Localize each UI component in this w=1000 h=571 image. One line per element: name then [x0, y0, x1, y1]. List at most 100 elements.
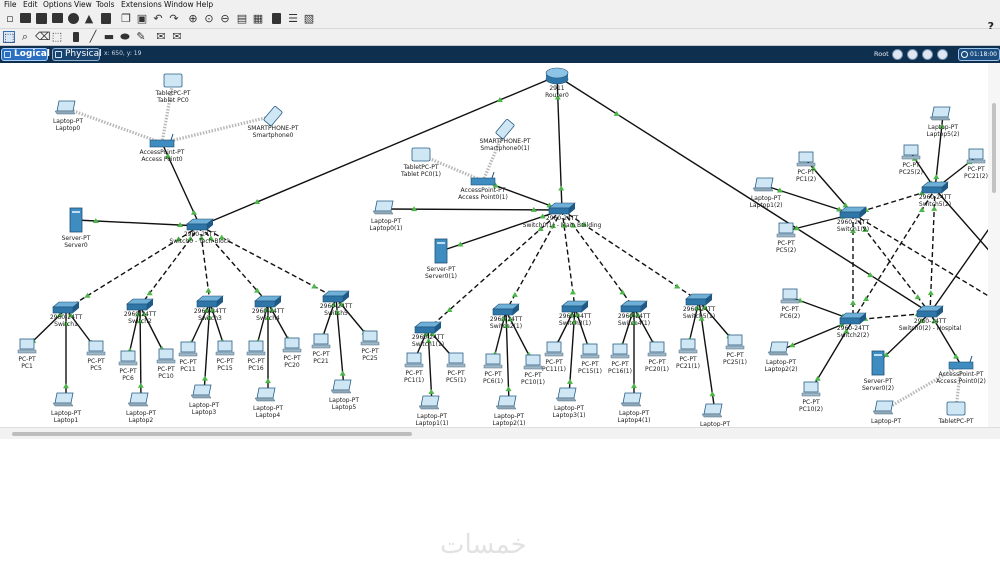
palette-icon[interactable]: ▤: [236, 12, 248, 25]
switch-icon[interactable]: [322, 290, 350, 303]
tablet-icon[interactable]: [163, 73, 183, 88]
image-icon[interactable]: ▧: [303, 12, 315, 25]
pc-icon[interactable]: [544, 341, 564, 357]
pc-icon[interactable]: [776, 222, 796, 238]
list-icon[interactable]: ☰: [288, 12, 298, 25]
pc-icon[interactable]: [610, 343, 630, 359]
activity-wizard-icon[interactable]: ▲: [84, 12, 94, 25]
laptop-icon[interactable]: [495, 395, 517, 410]
draw-line-icon[interactable]: ╱: [89, 30, 97, 43]
inspect-icon[interactable]: ⌕: [21, 30, 29, 43]
wireless-link[interactable]: [160, 80, 175, 144]
switch-icon[interactable]: [414, 321, 442, 334]
switch-icon[interactable]: [492, 303, 520, 316]
wireless-link[interactable]: [67, 107, 163, 145]
save-icon[interactable]: [36, 13, 47, 24]
undo-icon[interactable]: ↶: [153, 12, 163, 25]
add-complex-pdu-icon[interactable]: ✉: [172, 30, 182, 43]
switch-icon[interactable]: [186, 218, 214, 231]
draw-ellipse-icon[interactable]: ⬬: [120, 30, 130, 43]
switch-icon[interactable]: [685, 293, 713, 306]
vertical-scrollbar[interactable]: [988, 63, 1000, 427]
pc-icon[interactable]: [311, 333, 331, 349]
pc-icon[interactable]: [156, 348, 176, 364]
laptop-icon[interactable]: [620, 392, 642, 407]
back-icon[interactable]: [892, 49, 903, 60]
switch-icon[interactable]: [921, 181, 949, 194]
wireless-link[interactable]: [885, 363, 962, 411]
zoom-in-icon[interactable]: ⊕: [188, 12, 198, 25]
link[interactable]: [852, 188, 936, 215]
copy-icon[interactable]: ❐: [121, 12, 131, 25]
ap-icon[interactable]: [948, 355, 974, 370]
menu-file[interactable]: File: [4, 0, 17, 9]
switch-icon[interactable]: [839, 206, 867, 219]
pc-icon[interactable]: [801, 381, 821, 397]
wireless-link[interactable]: [481, 128, 507, 182]
print-icon[interactable]: [52, 13, 63, 23]
switch-icon[interactable]: [548, 202, 576, 215]
draw-rectangle-icon[interactable]: ▬: [103, 30, 115, 43]
laptop-icon[interactable]: [418, 395, 440, 410]
menu-help[interactable]: Help: [196, 0, 214, 9]
laptop-icon[interactable]: [127, 392, 149, 407]
tab-logical[interactable]: Logical: [1, 48, 50, 61]
move-object-icon[interactable]: [922, 49, 933, 60]
menu-tools[interactable]: Tools: [96, 0, 115, 9]
pc-icon[interactable]: [404, 352, 424, 368]
switch-icon[interactable]: [126, 298, 154, 311]
paste-icon[interactable]: ▣: [136, 12, 148, 25]
horizontal-scrollbar[interactable]: [0, 427, 1000, 439]
phone-icon[interactable]: [495, 119, 515, 139]
pc-icon[interactable]: [360, 330, 380, 346]
add-simple-pdu-icon[interactable]: ✉: [156, 30, 166, 43]
server-icon[interactable]: [69, 207, 83, 233]
link-offscreen[interactable]: [852, 213, 1000, 304]
switch-icon[interactable]: [52, 301, 80, 314]
laptop-icon[interactable]: [555, 387, 577, 402]
wireless-link[interactable]: [161, 114, 274, 145]
laptop-icon[interactable]: [330, 379, 352, 394]
pc-icon[interactable]: [725, 334, 745, 350]
laptop-icon[interactable]: [372, 200, 394, 215]
phone-icon[interactable]: [263, 106, 283, 126]
pc-icon[interactable]: [483, 353, 503, 369]
switch-icon[interactable]: [254, 295, 282, 308]
pc-icon[interactable]: [446, 352, 466, 368]
new-file-icon[interactable]: ▫: [6, 12, 14, 25]
switch-icon[interactable]: [561, 300, 589, 313]
pc-icon[interactable]: [523, 354, 543, 370]
help-icon[interactable]: ?: [987, 20, 994, 33]
laptop-icon[interactable]: [872, 400, 894, 415]
pc-icon[interactable]: [215, 340, 235, 356]
switch-icon[interactable]: [620, 300, 648, 313]
pc-icon[interactable]: [796, 151, 816, 167]
tab-physical[interactable]: Physical: [52, 48, 102, 61]
menu-view[interactable]: View: [74, 0, 92, 9]
menu-window[interactable]: Window: [164, 0, 194, 9]
ap-icon[interactable]: [470, 171, 496, 186]
pc-icon[interactable]: [246, 340, 266, 356]
pc-icon[interactable]: [17, 338, 37, 354]
pc-icon[interactable]: [966, 148, 986, 164]
router-icon[interactable]: [545, 67, 569, 85]
switch-icon[interactable]: [916, 305, 944, 318]
server-icon[interactable]: [871, 350, 885, 376]
notes-icon[interactable]: [272, 13, 281, 24]
cluster-icon[interactable]: [907, 49, 918, 60]
laptop-icon[interactable]: [52, 392, 74, 407]
pc-icon[interactable]: [86, 340, 106, 356]
menu-options[interactable]: Options: [43, 0, 72, 9]
laptop-icon[interactable]: [54, 100, 76, 115]
vertical-scrollbar-thumb[interactable]: [992, 103, 996, 193]
set-background-icon[interactable]: [937, 49, 948, 60]
info-icon[interactable]: [68, 13, 79, 24]
laptop-icon[interactable]: [190, 384, 212, 399]
select-icon[interactable]: ⬚: [3, 31, 15, 44]
ap-icon[interactable]: [149, 133, 175, 148]
place-note-icon[interactable]: [73, 32, 79, 42]
pc-icon[interactable]: [901, 144, 921, 160]
pc-icon[interactable]: [678, 338, 698, 354]
